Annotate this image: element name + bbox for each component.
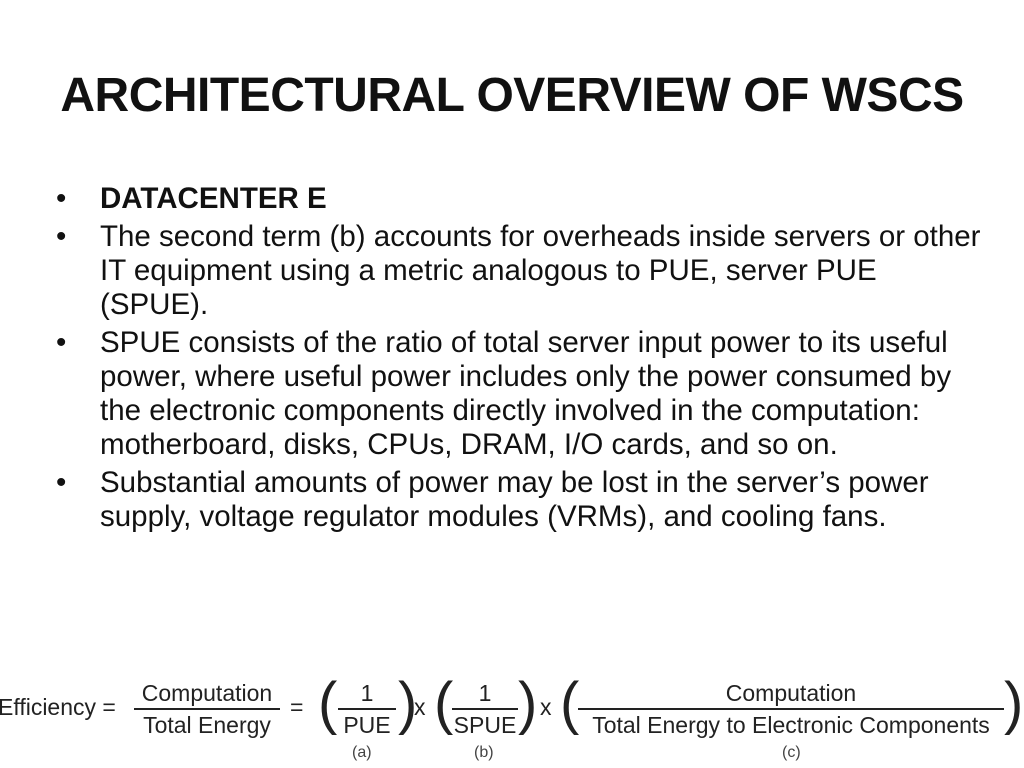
fraction-main-denominator: Total Energy	[143, 711, 271, 738]
bullet-icon: •	[56, 220, 67, 253]
bullet-icon: •	[56, 326, 67, 359]
fraction-b: 1 SPUE	[452, 680, 518, 738]
fraction-bar	[578, 708, 1004, 710]
paren-close-c: )	[1004, 671, 1024, 736]
formula-times-2: x	[540, 694, 552, 720]
fraction-main-numerator: Computation	[141, 680, 273, 706]
paren-open-a: (	[318, 671, 338, 736]
fraction-b-denominator: SPUE	[453, 711, 517, 738]
bullet-icon: •	[56, 182, 67, 215]
label-c: (c)	[782, 744, 801, 761]
bullet-list: • DATACENTER E • The second term (b) acc…	[56, 182, 986, 538]
label-b: (b)	[474, 744, 494, 761]
formula-equals: =	[290, 694, 304, 720]
fraction-a-denominator: PUE	[343, 711, 391, 738]
bullet-icon: •	[56, 466, 67, 499]
slide-title: ARCHITECTURAL OVERVIEW OF WSCS	[60, 69, 964, 122]
efficiency-formula: Efficiency = Computation Total Energy = …	[0, 671, 1024, 766]
paren-open-c: (	[560, 671, 580, 736]
bullet-text: DATACENTER E	[100, 182, 327, 215]
fraction-c-denominator: Total Energy to Electronic Components	[592, 711, 990, 738]
fraction-main: Computation Total Energy	[134, 680, 280, 738]
label-a: (a)	[352, 744, 372, 761]
bullet-item: • Substantial amounts of power may be lo…	[56, 466, 986, 534]
bullet-item: • The second term (b) accounts for overh…	[56, 220, 986, 322]
paren-open-b: (	[434, 671, 454, 736]
fraction-c-numerator: Computation	[725, 680, 857, 706]
bullet-text: The second term (b) accounts for overhea…	[100, 220, 981, 321]
fraction-a: 1 PUE	[338, 680, 396, 738]
paren-close-a: )	[398, 671, 418, 736]
fraction-b-numerator: 1	[478, 680, 492, 706]
formula-lhs: Efficiency =	[0, 694, 116, 720]
bullet-text: SPUE consists of the ratio of total serv…	[100, 326, 952, 461]
fraction-bar	[338, 708, 396, 710]
bullet-item: • SPUE consists of the ratio of total se…	[56, 326, 986, 462]
paren-close-b: )	[518, 671, 538, 736]
fraction-c: Computation Total Energy to Electronic C…	[578, 680, 1004, 738]
fraction-bar	[134, 708, 280, 710]
bullet-item: • DATACENTER E	[56, 182, 986, 216]
fraction-bar	[452, 708, 518, 710]
bullet-text: Substantial amounts of power may be lost…	[100, 466, 929, 533]
formula-times-1: x	[414, 694, 426, 720]
fraction-a-numerator: 1	[360, 680, 374, 706]
